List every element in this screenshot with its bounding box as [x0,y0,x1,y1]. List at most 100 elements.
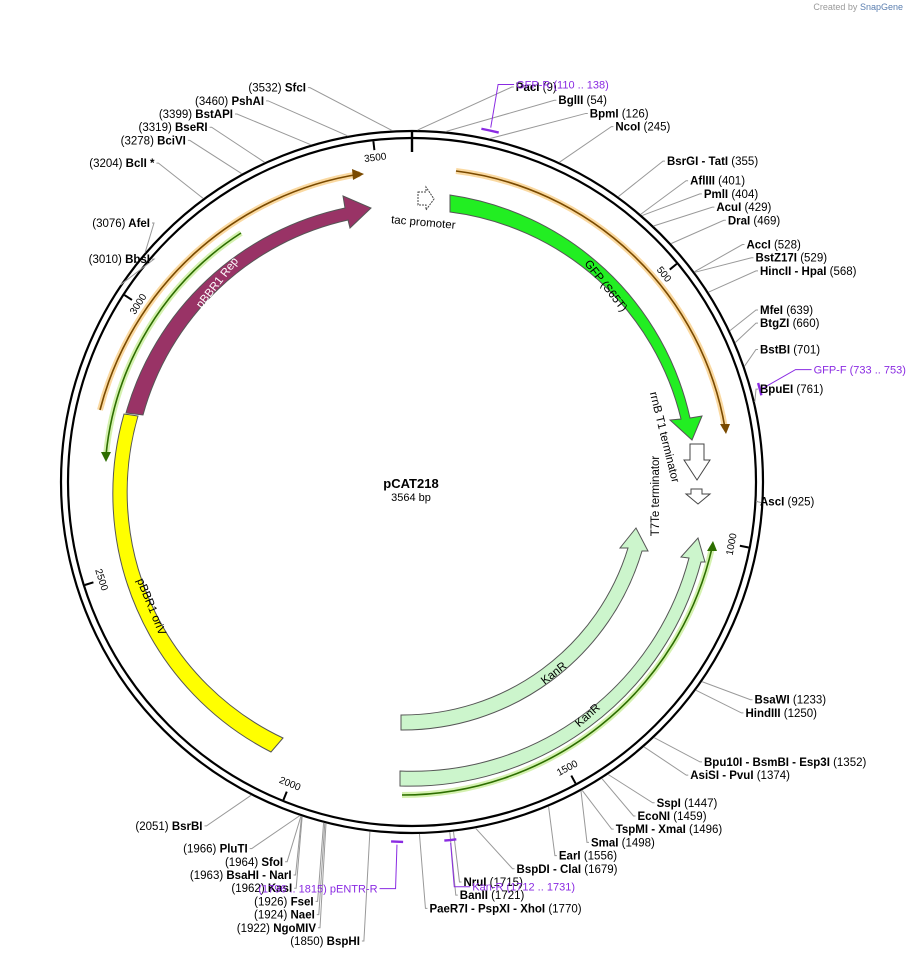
ruler-tick-label: 2500 [92,568,109,593]
primer-mark[interactable] [756,382,763,396]
site-position: (469) [750,215,780,227]
restriction-site-label[interactable]: (3010) BbsI [89,254,150,266]
site-position: (3319) [139,122,172,134]
restriction-site-label[interactable]: BpmI (126) [590,108,649,120]
restriction-site-label[interactable]: (3532) SfcI [248,83,306,95]
feature-pbbr1-rep[interactable] [125,195,372,416]
primer-label[interactable]: GFP-F (733 .. 753) [814,365,906,377]
restriction-site-label[interactable]: (3076) AfeI [92,218,150,230]
restriction-site-label[interactable]: AflIII (401) [690,176,745,188]
site-position: (1924) [254,910,287,922]
restriction-site-label[interactable]: (2051) BsrBI [135,821,202,833]
t7te-terminator-icon[interactable] [684,488,712,505]
restriction-site-label[interactable]: (1964) SfoI [225,857,283,869]
restriction-site-label[interactable]: (1922) NgoMIV [237,923,317,935]
feature-gfp[interactable] [449,194,703,441]
site-position: (3010) [89,254,122,266]
restriction-site-label[interactable]: (3460) PshAI [195,96,264,108]
site-leader [156,162,204,199]
restriction-site-label[interactable]: PaeR7I - PspXI - XhoI (1770) [429,903,581,915]
restriction-site-label[interactable]: BspDI - ClaI (1679) [517,864,618,876]
site-position: (1447) [681,798,718,810]
feature-pbbr1-oriv[interactable] [112,413,284,753]
restriction-site-label[interactable]: Bpu10I - BsmBI - Esp3I (1352) [704,757,867,769]
site-enzyme: KasI [265,883,293,895]
feature-kanr-outer[interactable] [399,536,706,787]
site-position: (1922) [237,923,270,935]
restriction-site-label[interactable]: TspMI - XmaI (1496) [616,824,723,836]
primer-mark[interactable] [444,838,457,842]
restriction-site-label[interactable]: PmlI (404) [704,189,759,201]
restriction-site-label[interactable]: BstBI (701) [760,344,820,356]
restriction-site-label[interactable]: (3319) BseRI [139,122,208,134]
restriction-site-label[interactable]: AsiSI - PvuI (1374) [690,770,790,782]
restriction-site-label[interactable]: BtgZI (660) [760,318,820,330]
restriction-site-label[interactable]: (3204) BclI * [89,158,155,170]
restriction-site-label[interactable]: PacI (9) [516,82,557,94]
site-enzyme: BstBI [760,344,790,356]
site-leader [417,86,514,131]
credit-brand: SnapGene [859,2,903,12]
site-enzyme: DraI [728,215,750,227]
site-leader [734,322,758,343]
restriction-site-label[interactable]: BanII (1721) [460,890,525,902]
tac-promoter-icon[interactable] [417,185,435,212]
restriction-site-label[interactable]: (1850) BspHI [290,936,360,948]
green-arc-bottom-head [707,541,717,551]
site-enzyme: - XhoI [510,903,545,915]
site-position: (528) [771,240,801,252]
restriction-site-label[interactable]: (1966) PluTI [183,844,248,856]
site-leader [307,87,393,132]
site-enzyme: BglII [558,95,583,107]
restriction-site-label[interactable]: (1926) FseI [254,896,313,908]
restriction-site-label[interactable]: AccI (528) [746,240,801,252]
site-enzyme: PshAI [228,96,264,108]
site-leader [601,778,636,817]
site-enzyme: BciVI [154,135,186,147]
feature-kanr-inner[interactable] [400,527,649,731]
restriction-site-label[interactable]: (1924) NaeI [254,910,315,922]
primer-label[interactable]: (1796 .. 1815) pENTR-R [258,884,377,896]
restriction-site-label[interactable]: DraI (469) [728,215,781,227]
site-enzyme: SfcI [282,83,306,95]
site-position: (925) [784,496,814,508]
site-enzyme: HindIII [745,708,780,720]
restriction-site-label[interactable]: EarI (1556) [559,851,617,863]
primer-label[interactable]: Kan-R (1712 .. 1731) [472,882,575,894]
rrnb-terminator-icon[interactable] [683,443,711,481]
restriction-site-label[interactable]: EcoNI (1459) [638,811,707,823]
restriction-site-label[interactable]: BpuEI (761) [760,384,823,396]
restriction-site-label[interactable]: MfeI (639) [760,305,813,317]
restriction-site-label[interactable]: SmaI (1498) [591,837,655,849]
restriction-site-label[interactable]: BsaWI (1233) [755,695,827,707]
restriction-site-label[interactable]: BstZ17I (529) [755,253,827,265]
site-enzyme: - Esp3I [789,757,830,769]
restriction-site-label[interactable]: (1963) BsaHI - NarI [190,870,292,882]
restriction-site-label[interactable]: NruI (1715) [463,877,523,889]
restriction-site-label[interactable]: BsrGI - TatI (355) [667,156,758,168]
primer-mark[interactable] [481,127,500,134]
site-enzyme: BspHI [323,936,359,948]
restriction-site-label[interactable]: HindIII (1250) [745,708,817,720]
site-leader [754,388,758,403]
primer-label[interactable]: GFP-R (110 .. 138) [516,79,609,91]
restriction-site-label[interactable]: (3278) BciVI [121,135,186,147]
site-enzyme: AccI [746,240,770,252]
restriction-site-label[interactable]: (1962) KasI [231,883,292,895]
primer-leader [762,369,812,389]
site-position: (1556) [581,851,618,863]
site-enzyme: - PspXI [468,903,510,915]
restriction-site-label[interactable]: BglII (54) [558,95,607,107]
site-leader [653,206,715,227]
restriction-site-label[interactable]: SspI (1447) [657,798,718,810]
site-position: (1352) [830,757,867,769]
ruler-tick [570,775,577,784]
restriction-site-label[interactable]: NcoI (245) [615,122,670,134]
restriction-site-label[interactable]: AscI (925) [760,496,815,508]
restriction-site-label[interactable]: HincII - HpaI (568) [760,266,857,278]
restriction-site-label[interactable]: (3399) BstAPI [159,109,233,121]
ruler-tick-label: 2000 [277,775,302,794]
restriction-site-label[interactable]: AcuI (429) [716,202,771,214]
site-leader [489,112,588,140]
